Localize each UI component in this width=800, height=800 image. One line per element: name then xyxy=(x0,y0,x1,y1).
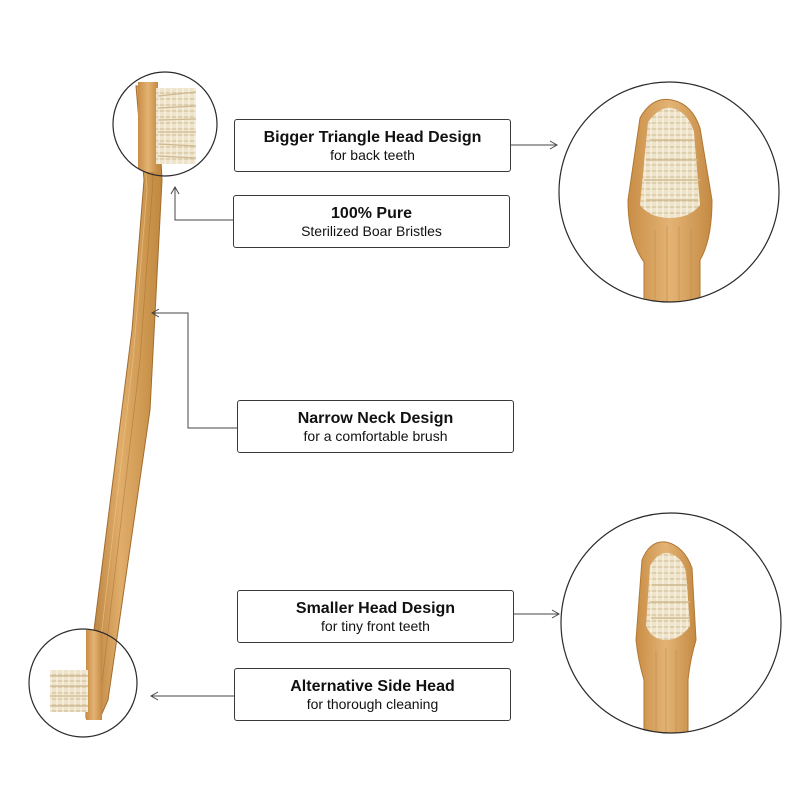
label-triangle-head: Bigger Triangle Head Design for back tee… xyxy=(234,119,511,172)
label-side-head-subtitle: for thorough cleaning xyxy=(306,695,439,712)
top-head-detail-circle xyxy=(112,71,218,177)
callout-connectors xyxy=(149,140,561,701)
label-narrow-neck: Narrow Neck Design for a comfortable bru… xyxy=(237,400,514,453)
toothbrush xyxy=(85,85,163,719)
smaller-head-closeup-circle xyxy=(560,512,782,734)
label-side-head: Alternative Side Head for thorough clean… xyxy=(234,668,511,721)
triangle-head-closeup-circle xyxy=(558,81,780,303)
label-pure-bristles: 100% Pure Sterilized Boar Bristles xyxy=(233,195,510,248)
label-smaller-head: Smaller Head Design for tiny front teeth xyxy=(237,590,514,643)
label-triangle-head-subtitle: for back teeth xyxy=(330,146,415,163)
label-side-head-title: Alternative Side Head xyxy=(290,677,455,695)
label-narrow-neck-title: Narrow Neck Design xyxy=(297,409,454,427)
label-narrow-neck-subtitle: for a comfortable brush xyxy=(303,427,448,444)
bottom-side-head-detail-circle xyxy=(28,628,138,738)
label-pure-bristles-title: 100% Pure xyxy=(331,204,412,222)
label-smaller-head-subtitle: for tiny front teeth xyxy=(321,617,430,634)
label-triangle-head-title: Bigger Triangle Head Design xyxy=(263,128,482,146)
label-smaller-head-title: Smaller Head Design xyxy=(295,599,456,617)
label-pure-bristles-subtitle: Sterilized Boar Bristles xyxy=(301,222,442,239)
